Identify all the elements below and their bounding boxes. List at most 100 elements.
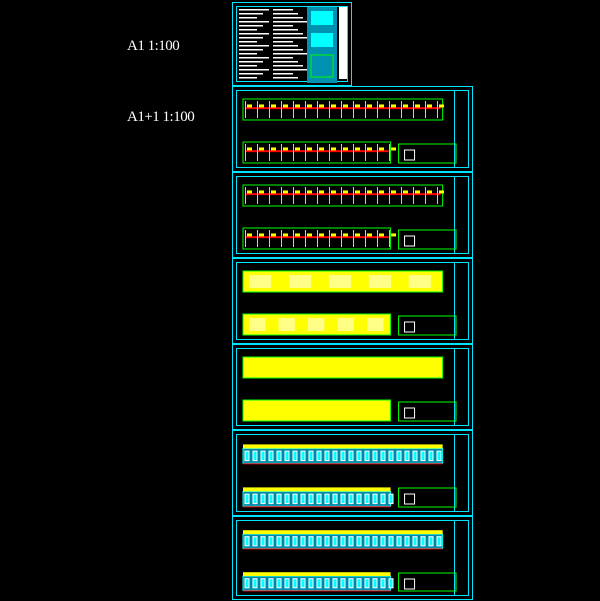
grid-line <box>329 144 330 161</box>
grid-line <box>389 101 390 118</box>
column <box>283 233 288 237</box>
drawing-mark <box>273 17 303 19</box>
window <box>428 536 434 547</box>
column <box>271 104 276 108</box>
sheet-drawing <box>242 184 457 250</box>
grid-line <box>341 187 342 204</box>
window <box>372 578 378 589</box>
sheet-drawing <box>239 7 347 83</box>
column <box>319 233 324 237</box>
column <box>439 190 444 194</box>
column <box>247 233 252 237</box>
grid-line <box>281 144 282 161</box>
grid-line <box>353 144 354 161</box>
column <box>271 147 276 151</box>
drawing-mark <box>239 17 257 19</box>
detail-mark <box>404 235 416 247</box>
sheet-border <box>236 262 469 340</box>
detail <box>398 572 457 592</box>
window <box>284 493 290 505</box>
column <box>331 190 336 194</box>
column <box>307 104 312 108</box>
detail-mark <box>404 321 416 333</box>
window <box>428 450 434 462</box>
column <box>247 147 252 151</box>
grid-line <box>389 144 390 161</box>
grid-line <box>365 230 366 247</box>
drawing-mark <box>273 61 298 63</box>
window <box>372 536 378 547</box>
window <box>380 536 386 547</box>
grid-line <box>353 230 354 247</box>
grid-line <box>245 187 246 204</box>
window <box>324 450 330 462</box>
drawing-mark <box>239 73 263 75</box>
roof-opening <box>249 318 266 331</box>
column <box>403 190 408 194</box>
grid-line <box>245 144 246 161</box>
window <box>364 578 370 589</box>
drawing-mark <box>273 77 298 79</box>
window <box>348 450 354 462</box>
window <box>332 493 338 505</box>
column <box>271 233 276 237</box>
column <box>391 233 396 237</box>
title-block <box>454 348 469 426</box>
column <box>319 104 324 108</box>
grid-line <box>377 187 378 204</box>
column <box>271 190 276 194</box>
grid-line <box>377 101 378 118</box>
window <box>300 536 306 547</box>
grid-line <box>257 187 258 204</box>
roof-opening <box>368 275 391 288</box>
column <box>367 147 372 151</box>
title-block <box>454 176 469 254</box>
eave <box>243 487 391 492</box>
drawing-mark <box>239 57 269 59</box>
drawing-mark <box>311 33 333 47</box>
roof-opening <box>328 275 352 288</box>
column <box>259 104 264 108</box>
wall-outline <box>242 98 444 121</box>
grid-line <box>305 230 306 247</box>
window <box>332 578 338 589</box>
grid-line <box>269 187 270 204</box>
drawing-sheet-roof <box>232 344 473 430</box>
grid-line <box>245 101 246 118</box>
drawing-mark <box>239 77 257 79</box>
window <box>396 450 402 462</box>
sheet-border <box>236 176 469 254</box>
window <box>268 536 274 547</box>
drawing-mark <box>239 21 269 23</box>
window <box>356 578 362 589</box>
grid-line <box>281 187 282 204</box>
window <box>276 578 282 589</box>
drawing-mark <box>239 13 263 15</box>
drawing-mark <box>239 45 269 47</box>
grid-line <box>329 187 330 204</box>
window <box>364 536 370 547</box>
section-line <box>245 193 441 196</box>
drawing-mark <box>239 33 269 35</box>
column <box>295 190 300 194</box>
window <box>244 493 250 505</box>
window <box>300 450 306 462</box>
drawing-mark <box>310 54 334 78</box>
window <box>260 578 266 589</box>
grid-line <box>329 230 330 247</box>
window <box>252 493 258 505</box>
grid-line <box>317 101 318 118</box>
drawing-mark <box>273 73 293 75</box>
drawing-mark <box>239 49 263 51</box>
drawing-mark <box>273 21 308 23</box>
drawing-mark <box>273 45 298 47</box>
window <box>340 578 346 589</box>
detail-mark <box>404 407 416 419</box>
grid-line <box>281 101 282 118</box>
drawing-mark <box>273 57 293 59</box>
sheet-drawing <box>242 444 457 508</box>
window <box>292 536 298 547</box>
window <box>276 493 282 505</box>
drawing-sheet-plan <box>232 172 473 258</box>
roof-opening <box>288 275 312 288</box>
